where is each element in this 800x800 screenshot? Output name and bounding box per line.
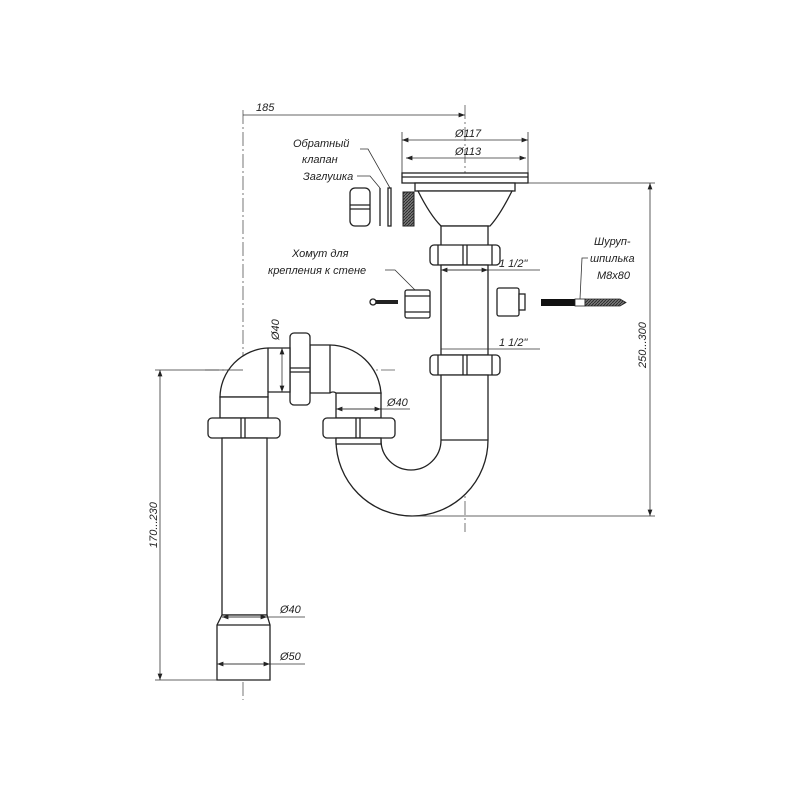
svg-text:250...300: 250...300 [637, 321, 649, 369]
left-elbow [219, 347, 291, 398]
dimension-d113: Ø113 [406, 146, 526, 161]
svg-text:Ø40: Ø40 [279, 604, 302, 616]
screw-stud [541, 298, 627, 307]
u-bend-trap [335, 374, 489, 517]
wall-clamp [404, 289, 431, 319]
outlet-pipe [221, 437, 268, 616]
label-screw-stud: Шуруп- шпилька M8x80 [579, 236, 635, 300]
check-valve-disc [387, 187, 392, 227]
dimension-thread-lower: 1 1/2" [441, 337, 540, 350]
dimension-height-left: 170...230 [148, 369, 243, 681]
svg-text:шпилька: шпилька [590, 253, 635, 265]
label-clamp: Хомут для крепления к стене [268, 248, 426, 301]
trap-nut [322, 417, 396, 445]
svg-text:крепления к стене: крепления к стене [268, 265, 366, 277]
svg-text:Ø113: Ø113 [454, 146, 482, 158]
plug-cap [349, 187, 371, 227]
svg-text:Шуруп-: Шуруп- [594, 236, 631, 248]
dimension-height-right: 250...300 [412, 182, 655, 517]
svg-text:1 1/2": 1 1/2" [499, 337, 528, 349]
svg-text:Заглушка: Заглушка [303, 171, 353, 183]
svg-text:185: 185 [256, 102, 275, 114]
dimension-d117: Ø117 [401, 128, 529, 175]
trap-riser [335, 392, 382, 419]
upper-nut [429, 244, 501, 266]
dimension-outlet-d40: Ø40 [222, 604, 305, 620]
dimension-trap-d40: Ø40 [336, 397, 410, 412]
svg-text:Ø40: Ø40 [270, 318, 282, 341]
union-nut [289, 332, 311, 406]
dimension-outlet-d50: Ø50 [217, 651, 305, 667]
svg-text:Ø117: Ø117 [454, 128, 482, 140]
svg-text:1 1/2": 1 1/2" [499, 258, 528, 270]
svg-text:M8x80: M8x80 [597, 270, 631, 282]
label-check-valve: Обратный клапан [293, 138, 391, 189]
outlet-socket [219, 396, 269, 419]
dimension-elbow-d40: Ø40 [270, 318, 285, 392]
lower-nut [429, 354, 501, 376]
dimension-185: 185 [243, 102, 465, 118]
svg-text:Ø50: Ø50 [279, 651, 302, 663]
wall-clamp-right [496, 287, 526, 317]
svg-text:клапан: клапан [302, 154, 338, 166]
right-elbow [309, 344, 382, 394]
svg-text:170...230: 170...230 [148, 501, 160, 548]
tailpiece-pipe [440, 264, 489, 356]
label-plug: Заглушка [303, 171, 381, 189]
sink-outlet [401, 172, 529, 247]
clamp-screw [369, 298, 398, 306]
dimension-thread-upper: 1 1/2" [441, 258, 540, 273]
svg-text:Обратный: Обратный [293, 138, 349, 150]
svg-text:Ø40: Ø40 [386, 397, 409, 409]
check-valve-body [402, 191, 415, 227]
svg-text:Хомут для: Хомут для [291, 248, 349, 260]
outlet-nut [207, 417, 281, 439]
